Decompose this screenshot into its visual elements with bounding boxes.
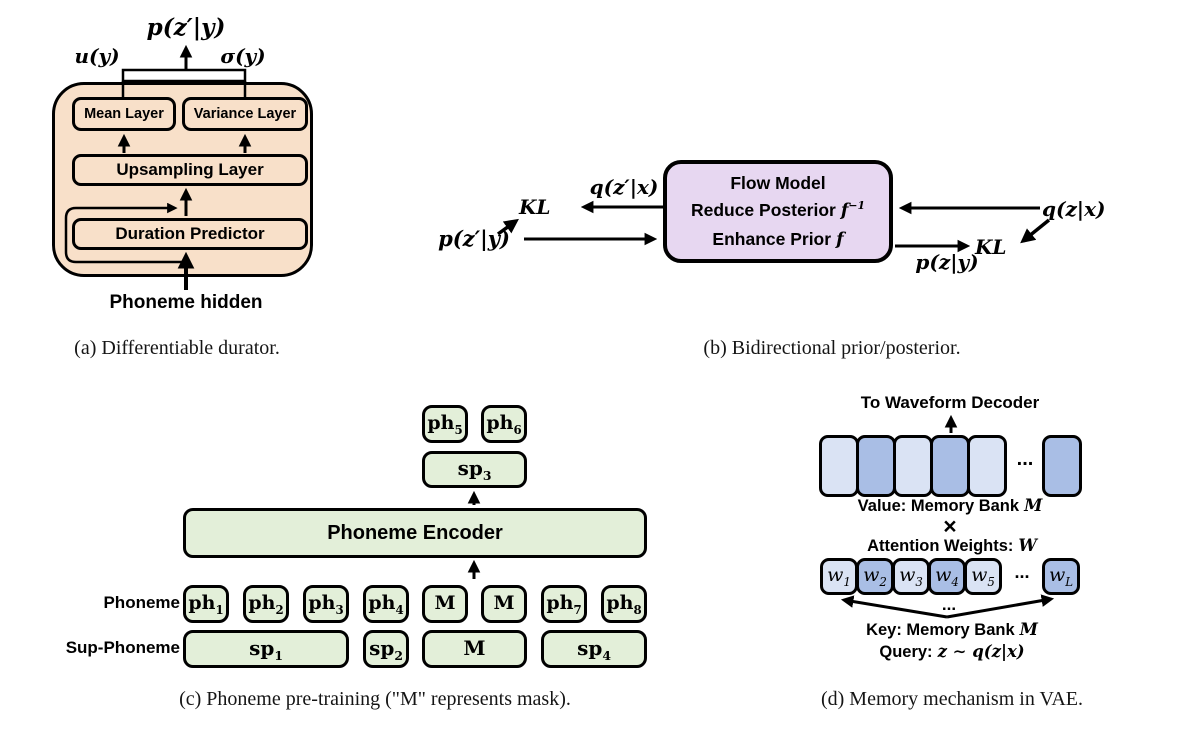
right-prior-label: p(z|y) bbox=[915, 250, 979, 274]
variance-layer-box: Variance Layer bbox=[182, 97, 308, 131]
waveform-decoder-label: To Waveform Decoder bbox=[860, 393, 1040, 412]
query-z-symbol: z ∼ q(z|x) bbox=[937, 642, 1025, 661]
caption-a: (a) Differentiable durator. bbox=[74, 337, 280, 359]
sup-phoneme-box-sp3: sp3 bbox=[422, 451, 527, 488]
key-M-symbol: M bbox=[1019, 620, 1038, 639]
phoneme-box-ph8: ph8 bbox=[601, 585, 647, 623]
memory-cell-1 bbox=[819, 435, 859, 497]
upsampling-layer-label: Upsampling Layer bbox=[116, 160, 264, 179]
right-kl-label: KL bbox=[975, 235, 1007, 259]
left-posterior-label: q(z′|x) bbox=[589, 175, 659, 199]
sup-phoneme-box-sp1: sp1 bbox=[183, 630, 349, 668]
phoneme-box-ph6: ph6 bbox=[481, 405, 527, 443]
f-inverse-symbol: f−1 bbox=[840, 199, 866, 222]
left-prior-label: p(z′|y) bbox=[438, 226, 510, 251]
mean-output-label: u(y) bbox=[74, 44, 120, 68]
sup-phoneme-row-label: Sup-Phoneme bbox=[65, 638, 180, 657]
mean-layer-box: Mean Layer bbox=[72, 97, 176, 131]
phoneme-box-ph3: ph3 bbox=[303, 585, 349, 623]
weight-box-w3: w3 bbox=[892, 558, 930, 595]
left-kl-label: KL bbox=[519, 195, 551, 219]
weight-box-wL: wL bbox=[1042, 558, 1080, 595]
panel-phoneme-pretraining: ph5 ph6 sp3 Phoneme Encoder Phoneme Sup-… bbox=[0, 380, 700, 680]
mean-layer-label: Mean Layer bbox=[84, 106, 164, 122]
caption-b: (b) Bidirectional prior/posterior. bbox=[703, 337, 961, 359]
memory-cell-3 bbox=[893, 435, 933, 497]
phoneme-box-ph7: ph7 bbox=[541, 585, 587, 623]
memory-cell-4 bbox=[930, 435, 970, 497]
phoneme-row-label: Phoneme bbox=[103, 593, 180, 612]
variance-layer-label: Variance Layer bbox=[193, 106, 297, 122]
prior-output-label: p(z′|y) bbox=[146, 14, 226, 41]
memory-bank-M-symbol: M bbox=[1024, 496, 1043, 515]
phoneme-box-ph2: ph2 bbox=[243, 585, 289, 623]
weights-row-ellipsis: ... bbox=[1014, 562, 1030, 582]
caption-c: (c) Phoneme pre-training ("M" represents… bbox=[179, 688, 571, 710]
memory-row-ellipsis: ... bbox=[1016, 448, 1034, 470]
attention-weights-label: Attention Weights:W bbox=[867, 536, 1037, 555]
weight-box-w5: w5 bbox=[964, 558, 1002, 595]
caption-d: (d) Memory mechanism in VAE. bbox=[820, 688, 1083, 710]
query-label: Query:z ∼ q(z|x) bbox=[879, 642, 1025, 661]
weight-box-w1: w1 bbox=[820, 558, 858, 595]
phoneme-hidden-label: Phoneme hidden bbox=[109, 292, 263, 313]
phoneme-box-mask2: M bbox=[481, 585, 527, 623]
right-posterior-label: q(z|x) bbox=[1042, 197, 1106, 221]
sup-phoneme-box-mask: M bbox=[422, 630, 527, 668]
phoneme-encoder-box: Phoneme Encoder bbox=[183, 508, 647, 558]
duration-predictor-label: Duration Predictor bbox=[115, 224, 265, 243]
weight-box-w4: w4 bbox=[928, 558, 966, 595]
memory-cell-5 bbox=[967, 435, 1007, 497]
memory-cell-2 bbox=[856, 435, 896, 497]
phoneme-box-mask1: M bbox=[422, 585, 468, 623]
memory-cell-last bbox=[1042, 435, 1082, 497]
phoneme-encoder-label: Phoneme Encoder bbox=[327, 521, 503, 544]
phoneme-box-ph4: ph4 bbox=[363, 585, 409, 623]
phoneme-box-ph5: ph5 bbox=[422, 405, 468, 443]
attention-W-symbol: W bbox=[1018, 536, 1037, 555]
sup-phoneme-box-sp4: sp4 bbox=[541, 630, 647, 668]
flow-model-title: Flow Model bbox=[730, 173, 826, 194]
f-symbol: f bbox=[836, 229, 844, 250]
sup-phoneme-box-sp2: sp2 bbox=[363, 630, 409, 668]
upsampling-layer-box: Upsampling Layer bbox=[72, 154, 308, 186]
panel-memory-mechanism: To Waveform Decoder ... Value: Memory Ba… bbox=[760, 380, 1177, 680]
multiply-symbol: × bbox=[943, 513, 957, 539]
panel-differentiable-durator: Mean Layer Variance Layer Upsampling Lay… bbox=[0, 0, 400, 380]
key-arrows-ellipsis: ... bbox=[941, 595, 957, 614]
duration-predictor-box: Duration Predictor bbox=[72, 218, 308, 250]
phoneme-box-ph1: ph1 bbox=[183, 585, 229, 623]
variance-output-label: σ(y) bbox=[220, 44, 266, 68]
weight-box-w2: w2 bbox=[856, 558, 894, 595]
